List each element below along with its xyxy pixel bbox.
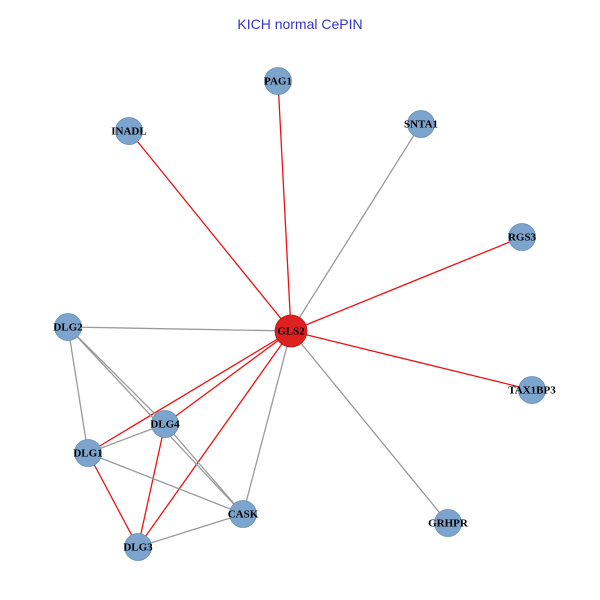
plot-title: KICH normal CePIN	[237, 16, 363, 32]
edge-GLS2-DLG3	[137, 330, 292, 548]
node-DLG1: DLG1	[73, 439, 103, 467]
edge-DLG4-DLG3	[137, 423, 166, 548]
node-circle-DLG1	[74, 439, 102, 467]
edge-DLG1-DLG3	[87, 452, 139, 548]
node-GLS2: GLS2	[274, 314, 308, 348]
node-INADL: INADL	[111, 117, 147, 145]
edge-DLG2-DLG4	[67, 326, 166, 425]
edges-layer	[67, 80, 533, 548]
node-circle-SNTA1	[407, 110, 435, 138]
node-CASK: CASK	[228, 500, 259, 528]
edge-DLG1-CASK	[87, 452, 244, 515]
node-DLG2: DLG2	[53, 313, 83, 341]
edge-GLS2-CASK	[242, 330, 292, 515]
node-circle-DLG3	[124, 533, 152, 561]
node-GRHPR: GRHPR	[428, 509, 469, 537]
node-RGS3: RGS3	[508, 223, 537, 251]
edge-GLS2-INADL	[128, 130, 292, 332]
edge-GLS2-DLG1	[87, 330, 292, 454]
edge-DLG2-DLG1	[67, 326, 89, 454]
edge-GLS2-GRHPR	[290, 330, 449, 524]
edge-GLS2-PAG1	[277, 80, 292, 332]
edge-GLS2-TAX1BP3	[290, 330, 533, 391]
edge-GLS2-DLG4	[164, 330, 292, 425]
node-circle-GRHPR	[434, 509, 462, 537]
node-circle-RGS3	[508, 223, 536, 251]
node-PAG1: PAG1	[264, 67, 292, 95]
node-circle-DLG2	[54, 313, 82, 341]
edge-DLG4-CASK	[164, 423, 244, 515]
node-SNTA1: SNTA1	[404, 110, 438, 138]
edge-GLS2-DLG2	[67, 326, 292, 332]
node-circle-PAG1	[264, 67, 292, 95]
edge-GLS2-RGS3	[290, 236, 523, 332]
node-circle-DLG4	[151, 410, 179, 438]
node-circle-CASK	[229, 500, 257, 528]
node-TAX1BP3: TAX1BP3	[508, 376, 556, 404]
node-circle-TAX1BP3	[518, 376, 546, 404]
edge-GLS2-SNTA1	[290, 123, 422, 332]
node-circle-INADL	[115, 117, 143, 145]
node-DLG3: DLG3	[123, 533, 153, 561]
node-circle-GLS2	[274, 314, 308, 348]
edge-DLG3-CASK	[137, 513, 244, 548]
